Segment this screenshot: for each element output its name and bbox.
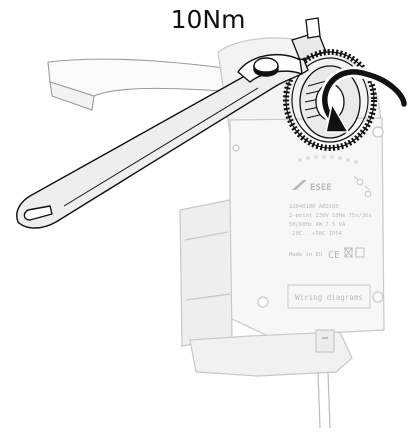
label-line-1: 12040100 AED10S	[289, 204, 339, 210]
direction-symbols	[353, 175, 372, 198]
logo-icon	[292, 180, 307, 190]
weee-bin-icon	[344, 247, 353, 258]
wiring-diagrams-label: Wiring diagrams	[295, 293, 363, 302]
product-label: ESEE 12040100 AED10S 2-point 230V 10Nm 7…	[287, 175, 372, 309]
wrench	[16, 53, 309, 229]
double-insulation-icon	[355, 247, 365, 258]
label-logo: ESEE	[310, 183, 332, 193]
position-ring	[283, 49, 377, 151]
wiring-diagrams-box	[287, 284, 371, 309]
torque-label: 10Nm	[171, 5, 246, 34]
label-line-4: -20C.. +50C IP54	[289, 231, 343, 237]
label-made-in: Made in EU	[289, 252, 322, 258]
label-line-2: 2-point 230V 10Nm 75s/30s	[289, 213, 372, 219]
label-ce-mark: CE	[328, 250, 340, 261]
rotation-arrow-icon	[319, 66, 410, 133]
label-line-3: 50/60Hz 4W 7.5 VA	[289, 222, 346, 228]
